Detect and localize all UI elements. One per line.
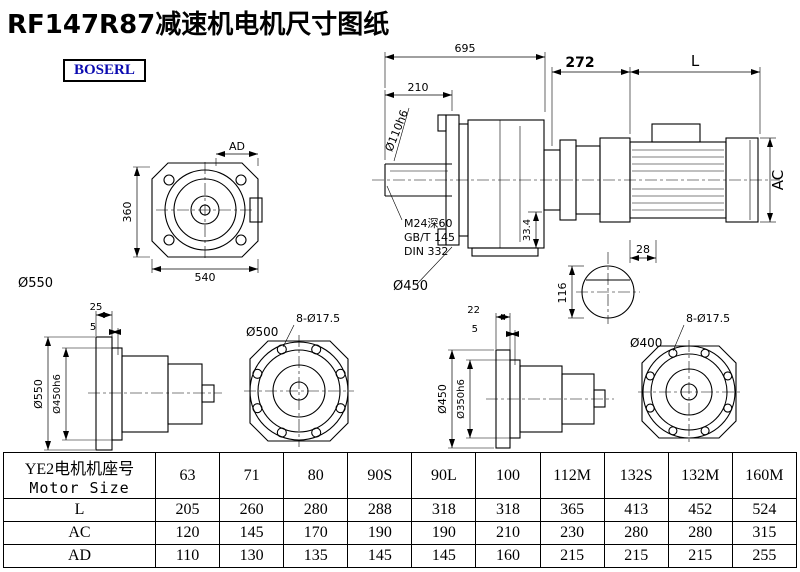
column-header: 90L	[411, 452, 477, 499]
table-cell: 170	[283, 521, 349, 545]
dim-116-label: 116	[556, 283, 569, 304]
table-cell: 452	[667, 498, 733, 522]
table-cell: 145	[219, 521, 285, 545]
column-header: 80	[283, 452, 349, 499]
table-header-row: YE2电机机座号 Motor Size 63 71 80 90S 90L 100…	[3, 452, 798, 499]
motor-side-view: 272 L AC	[543, 52, 787, 223]
dim-d500-label: Ø500	[246, 325, 278, 339]
dim-360-label: 360	[121, 202, 134, 223]
dim-d550-label: Ø550	[18, 276, 53, 291]
tap-standard-gb-label: GB/T 145	[404, 231, 455, 244]
table-cell: 413	[603, 498, 669, 522]
column-header: 160M	[731, 452, 798, 499]
flange500-front-view: 8-Ø17.5 Ø500	[244, 312, 354, 447]
motor-size-table: YE2电机机座号 Motor Size 63 71 80 90S 90L 100…	[3, 452, 798, 568]
flange500-side-view: 25 5 Ø550 Ø450h6	[32, 302, 222, 451]
flange400-side-view: 22 5 Ø450 Ø350h6	[436, 305, 614, 449]
table-cell: 120	[154, 521, 221, 545]
dim-d350h6-label: Ø350h6	[455, 379, 467, 419]
table-cell: 280	[283, 498, 349, 522]
column-header: 100	[475, 452, 541, 499]
table-cell: 215	[603, 544, 669, 568]
table-cell: 280	[603, 521, 669, 545]
dim-d450-label: Ø450	[393, 279, 428, 294]
row-label-cell: AC	[3, 521, 156, 545]
dim-d550-outer-label: Ø550	[32, 379, 45, 409]
table-cell: 215	[539, 544, 605, 568]
dim-ad-label: AD	[229, 140, 245, 153]
dim-33-4-label: 33.4	[522, 219, 533, 241]
gearbox-front-view: AD 360 540 Ø550	[18, 140, 263, 291]
bolt-holes-500-label: 8-Ø17.5	[296, 312, 340, 325]
dim-d400-label: Ø400	[630, 336, 662, 350]
dim-28-label: 28	[636, 243, 650, 256]
table-cell: 135	[283, 544, 349, 568]
table-row-AD: AD 110 130 135 145 145 160 215 215 215 2…	[3, 544, 798, 568]
table-cell: 145	[347, 544, 413, 568]
table-cell: 365	[539, 498, 605, 522]
table-row-AC: AC 120 145 170 190 190 210 230 280 280 3…	[3, 521, 798, 545]
table-cell: 318	[475, 498, 541, 522]
table-cell: 215	[667, 544, 733, 568]
shaft-end-detail-view: 28 116	[556, 240, 657, 324]
table-cell: 280	[667, 521, 733, 545]
dim-25-label: 25	[90, 302, 103, 313]
tap-standard-din-label: DIN 332	[404, 245, 448, 258]
dim-d450h6-label: Ø450h6	[51, 374, 63, 414]
row-label-cell: L	[3, 498, 156, 522]
table-cell: 315	[731, 521, 798, 545]
dim-motor-length-label: L	[691, 52, 700, 70]
dim-motor-height-label: AC	[769, 170, 787, 190]
table-cell: 160	[475, 544, 541, 568]
flange400-front-view: 8-Ø17.5 Ø400	[630, 312, 740, 444]
table-cell: 524	[731, 498, 798, 522]
table-cell: 190	[411, 521, 477, 545]
column-header: 132M	[667, 452, 733, 499]
dim-22-label: 22	[467, 305, 480, 316]
table-cell: 318	[411, 498, 477, 522]
row-label-cell: AD	[3, 544, 156, 568]
table-cell: 145	[411, 544, 477, 568]
dim-5b-label: 5	[472, 324, 478, 335]
table-cell: 190	[347, 521, 413, 545]
dim-695-label: 695	[455, 42, 476, 55]
column-header: 71	[219, 452, 285, 499]
dim-272-label: 272	[565, 55, 594, 71]
boserl-logo-text: BOSERL	[74, 62, 135, 78]
table-cell: 260	[219, 498, 285, 522]
table-cell: 210	[475, 521, 541, 545]
table-cell: 130	[219, 544, 285, 568]
tap-hole-label: M24深60	[404, 217, 453, 230]
dim-5-label: 5	[90, 322, 96, 333]
technical-drawing: AD 360 540 Ø550 210 695 Ø110h6	[18, 42, 787, 451]
table-cell: 205	[154, 498, 221, 522]
column-header: 63	[154, 452, 221, 499]
table-cell: 110	[154, 544, 221, 568]
dim-shaft-diameter-label: Ø110h6	[383, 108, 411, 153]
table-cell: 255	[731, 544, 798, 568]
boserl-logo: BOSERL	[63, 59, 146, 82]
dim-d450-outer-label: Ø450	[436, 384, 449, 414]
motor-size-header-cell: YE2电机机座号 Motor Size	[3, 452, 156, 499]
dim-540-label: 540	[195, 271, 216, 284]
motor-frame-label-cn: YE2电机机座号	[24, 460, 135, 478]
table-cell: 288	[347, 498, 413, 522]
column-header: 132S	[603, 452, 669, 499]
bolt-holes-400-label: 8-Ø17.5	[686, 312, 730, 325]
table-row-L: L 205 260 280 288 318 318 365 413 452 52…	[3, 498, 798, 522]
column-header: 90S	[347, 452, 413, 499]
page-title: RF147R87减速机电机尺寸图纸	[7, 10, 390, 40]
motor-frame-label-en: Motor Size	[29, 478, 130, 497]
table-cell: 230	[539, 521, 605, 545]
dim-210-label: 210	[408, 81, 429, 94]
column-header: 112M	[539, 452, 605, 499]
